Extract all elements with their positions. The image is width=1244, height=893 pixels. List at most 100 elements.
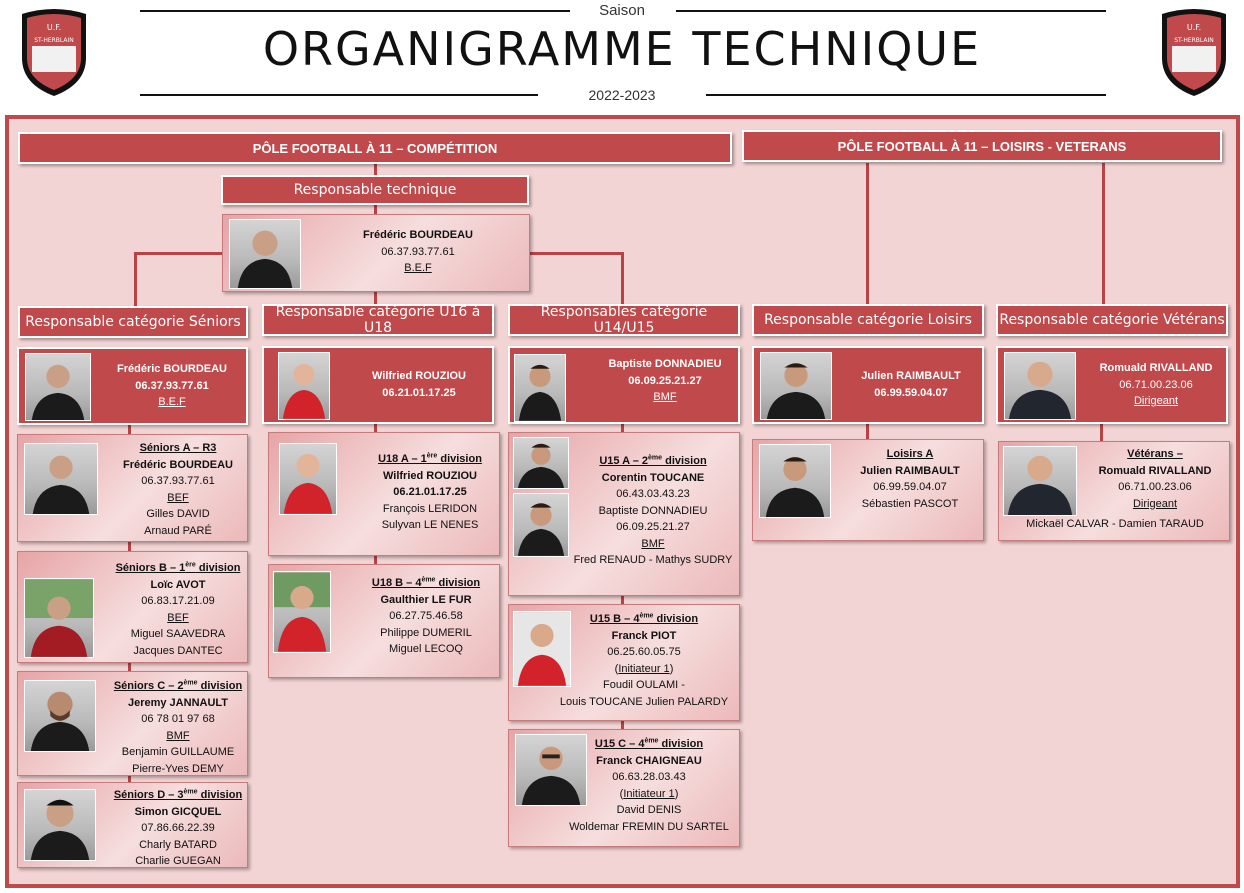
veterans-resp-role: Dirigeant [1133, 395, 1179, 407]
team-name: Séniors B – 1ère division [108, 560, 248, 577]
photo-jeremy-jannault [24, 680, 96, 752]
card-text: Wilfried ROUZIOU 06.21.01.17.25 [344, 368, 494, 401]
coach-phone: 06.27.75.46.58 [389, 610, 463, 622]
photo-frederic-bourdeau [25, 353, 91, 421]
assistant-name: Jacques DANTEC [133, 644, 223, 657]
pole-loisirs-header: PÔLE FOOTBALL À 11 – LOISIRS - VETERANS [742, 130, 1222, 162]
page-title: ORGANIGRAMME TECHNIQUE [262, 22, 982, 76]
coach-name: Simon GICQUEL [134, 805, 222, 818]
team-name-sup: ème [639, 612, 654, 620]
photo-simon-gicquel [24, 789, 96, 861]
team-name-main: U15 C – 4 [594, 738, 645, 750]
team-name-main: U18 A – 1 [378, 453, 427, 465]
team-name-sup: ème [421, 576, 436, 584]
team-name-main: U18 B – 4 [371, 577, 422, 589]
team-name: Séniors C – 2ème division [108, 678, 248, 695]
team-name: Loisirs A [886, 448, 934, 460]
team-card-u18-b: U18 B – 4ème division Gaulthier LE FUR 0… [268, 564, 500, 678]
connector [1102, 163, 1105, 306]
coach-name: Baptiste DONNADIEU [598, 504, 708, 517]
technique-name: Frédéric BOURDEAU [362, 229, 474, 241]
coach-diploma: BMF [166, 729, 190, 742]
team-name-sup: ème [183, 679, 198, 687]
team-name: Séniors D – 3ème division [108, 787, 248, 804]
team-name-main: U15 A – 2 [599, 455, 649, 467]
team-card-u18-a: U18 A – 1ère division Wilfried ROUZIOU 0… [268, 432, 500, 556]
coach-phone: 07.86.66.22.39 [141, 822, 215, 834]
svg-text:ST-HERBLAIN: ST-HERBLAIN [34, 37, 74, 44]
card-text: Romuald RIVALLAND 06.71.00.23.06 Dirigea… [1084, 360, 1228, 410]
header-rule [140, 10, 570, 12]
team-name: U15 A – 2ème division [565, 453, 741, 470]
team-card-u15-c: U15 C – 4ème division Franck CHAIGNEAU 0… [508, 729, 740, 847]
coach-diploma-line: (Initiateur 1) [559, 786, 739, 803]
veterans-category-header: Responsable catégorie Vétérans [996, 304, 1228, 336]
team-name-main: U15 B – 4 [589, 613, 640, 625]
card-text: U15 C – 4ème division Franck CHAIGNEAU 0… [559, 736, 739, 835]
assistant-name: Miguel SAAVEDRA [130, 628, 226, 640]
coach-diploma: Initiateur 1 [623, 787, 675, 800]
assistant-name: Sébastien PASCOT [861, 497, 959, 510]
connector [866, 163, 869, 306]
team-card-loisirs-a: Loisirs A Julien RAIMBAULT 06.99.59.04.0… [752, 439, 984, 541]
coach-name: Corentin TOUCANE [601, 471, 705, 484]
team-name-rest: division [662, 455, 707, 467]
team-card-seniors-a: Séniors A – R3 Frédéric BOURDEAU 06.37.9… [17, 434, 248, 542]
photo-romuald-rivalland [1004, 352, 1076, 420]
team-card-u15-a: U15 A – 2ème division Corentin TOUCANE 0… [508, 432, 740, 596]
seniors-category-header: Responsable catégorie Séniors [18, 306, 248, 338]
connector [374, 290, 377, 306]
coach-name: Franck PIOT [611, 629, 677, 642]
card-text: Séniors B – 1ère division Loïc AVOT 06.8… [108, 560, 248, 659]
team-name-main: Séniors C – 2 [113, 680, 184, 692]
club-logo-left: U.F. ST-HERBLAIN [16, 6, 92, 98]
card-text: Frédéric BOURDEAU 06.37.93.77.61 B.E.F [323, 227, 513, 277]
photo-franck-piot [513, 611, 571, 687]
photo-franck-chaigneau [515, 734, 587, 806]
loisirs-resp-phone: 06.99.59.04.07 [874, 386, 948, 399]
photo-wilfried-rouziou [278, 352, 330, 420]
photo-baptiste-donnadieu [513, 493, 569, 557]
coach-diploma: BEF [167, 611, 189, 624]
team-name-rest: division [658, 738, 704, 750]
photo-wilfried-rouziou [279, 443, 337, 515]
assistant-name: David DENIS [616, 804, 682, 816]
connector [134, 252, 223, 255]
connector [866, 424, 869, 440]
assistant-name: Woldemar FREMIN DU SARTEL [569, 820, 729, 833]
photo-romuald-rivalland [1003, 446, 1077, 516]
photo-corentin-toucane [513, 437, 569, 489]
header-rule [706, 94, 1106, 96]
assistant-name: Pierre-Yves DEMY [132, 762, 224, 775]
card-text: U15 A – 2ème division Corentin TOUCANE 0… [565, 453, 741, 569]
card-text: U18 B – 4ème division Gaulthier LE FUR 0… [353, 575, 499, 658]
card-text: Séniors D – 3ème division Simon GICQUEL … [108, 787, 248, 870]
connector [1100, 424, 1103, 442]
technique-phone: 06.37.93.77.61 [381, 245, 455, 258]
card-text: Baptiste DONNADIEU 06.09.25.21.27 BMF [590, 356, 740, 406]
coach-name: Jeremy JANNAULT [127, 696, 229, 709]
card-text: Séniors A – R3 Frédéric BOURDEAU 06.37.9… [114, 440, 242, 539]
coach-phone: 06.83.17.21.09 [141, 595, 215, 607]
seniors-resp-card: Frédéric BOURDEAU 06.37.93.77.61 B.E.F [17, 347, 248, 425]
coach-name: Wilfried ROUZIOU [382, 469, 477, 482]
team-name: U15 B – 4ème division [549, 611, 739, 628]
team-name-main: Séniors B – 1 [115, 562, 186, 574]
svg-text:U.F.: U.F. [1187, 23, 1201, 32]
team-name-rest: division [435, 577, 481, 589]
seniors-resp-diploma: B.E.F [158, 396, 186, 408]
veterans-resp-card: Romuald RIVALLAND 06.71.00.23.06 Dirigea… [996, 346, 1228, 424]
coach-name: Romuald RIVALLAND [1098, 464, 1212, 477]
team-name: U18 B – 4ème division [353, 575, 499, 592]
veterans-resp-phone: 06.71.00.23.06 [1119, 378, 1193, 391]
photo-loic-avot [24, 578, 94, 658]
responsable-technique-header: Responsable technique [221, 175, 529, 205]
connector [528, 252, 624, 255]
svg-text:U.F.: U.F. [47, 23, 61, 32]
assistant-name: Philippe DUMERIL [380, 626, 472, 639]
coach-phone: 06.99.59.04.07 [873, 481, 947, 493]
veterans-resp-name: Romuald RIVALLAND [1099, 362, 1213, 374]
assistant-name: Miguel LECOQ [389, 643, 463, 655]
card-text: Frédéric BOURDEAU 06.37.93.77.61 B.E.F [97, 361, 247, 411]
card-text: Séniors C – 2ème division Jeremy JANNAUL… [108, 678, 248, 777]
